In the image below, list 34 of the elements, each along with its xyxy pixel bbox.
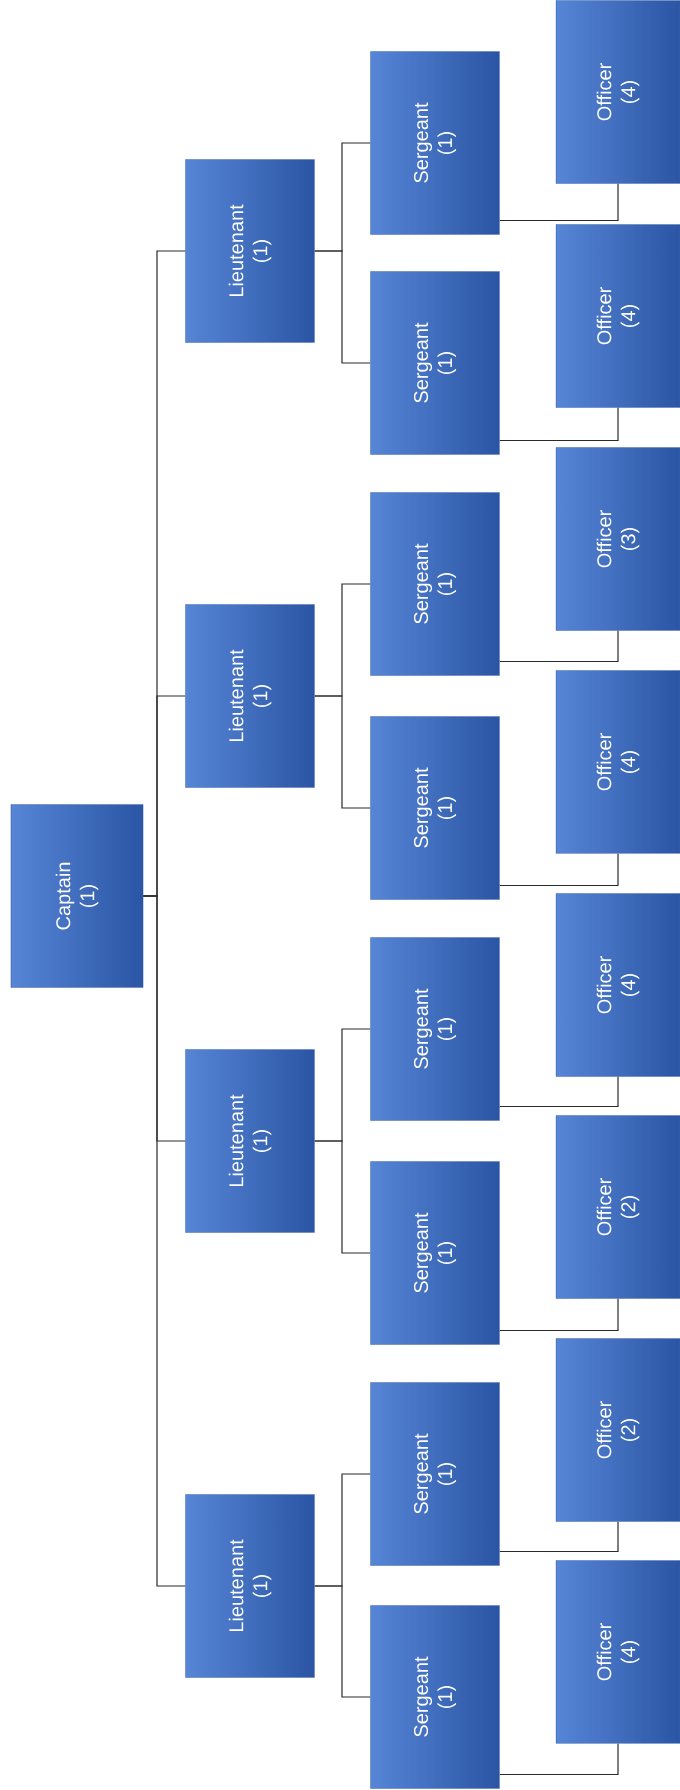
org-box: Officer (4)	[555, 1560, 680, 1744]
org-box: Captain (1)	[10, 804, 144, 988]
connector-line	[499, 1076, 619, 1108]
org-box: Sergeant (1)	[370, 492, 500, 676]
org-box: Sergeant (1)	[370, 51, 500, 235]
connector-line	[499, 630, 619, 663]
org-box: Lieutenant (1)	[185, 604, 315, 788]
org-box: Sergeant (1)	[370, 937, 500, 1121]
connector-line	[499, 1521, 619, 1553]
org-box: Officer (2)	[555, 1338, 680, 1522]
connector-line	[499, 183, 619, 222]
org-box: Sergeant (1)	[370, 271, 500, 455]
org-box: Lieutenant (1)	[185, 1049, 315, 1233]
org-box: Lieutenant (1)	[185, 159, 315, 343]
connector-line	[314, 1028, 371, 1142]
connector-line	[499, 1743, 619, 1776]
org-box: Officer (2)	[555, 1115, 680, 1299]
org-box: Officer (4)	[555, 893, 680, 1077]
connector-line	[499, 1298, 619, 1332]
connector-line	[314, 142, 371, 252]
connector-line	[142, 250, 186, 897]
org-box: Lieutenant (1)	[185, 1494, 315, 1678]
org-box: Officer (4)	[555, 670, 680, 854]
connector-line	[314, 1473, 371, 1587]
org-box: Officer (4)	[555, 0, 680, 184]
org-box: Sergeant (1)	[370, 1382, 500, 1566]
org-box: Officer (4)	[555, 224, 680, 408]
connector-line	[499, 407, 619, 442]
connector-line	[314, 583, 371, 697]
connector-line	[499, 853, 619, 887]
org-box: Sergeant (1)	[370, 716, 500, 900]
org-box: Sergeant (1)	[370, 1161, 500, 1345]
org-box: Sergeant (1)	[370, 1605, 500, 1789]
org-box: Officer (3)	[555, 447, 680, 631]
